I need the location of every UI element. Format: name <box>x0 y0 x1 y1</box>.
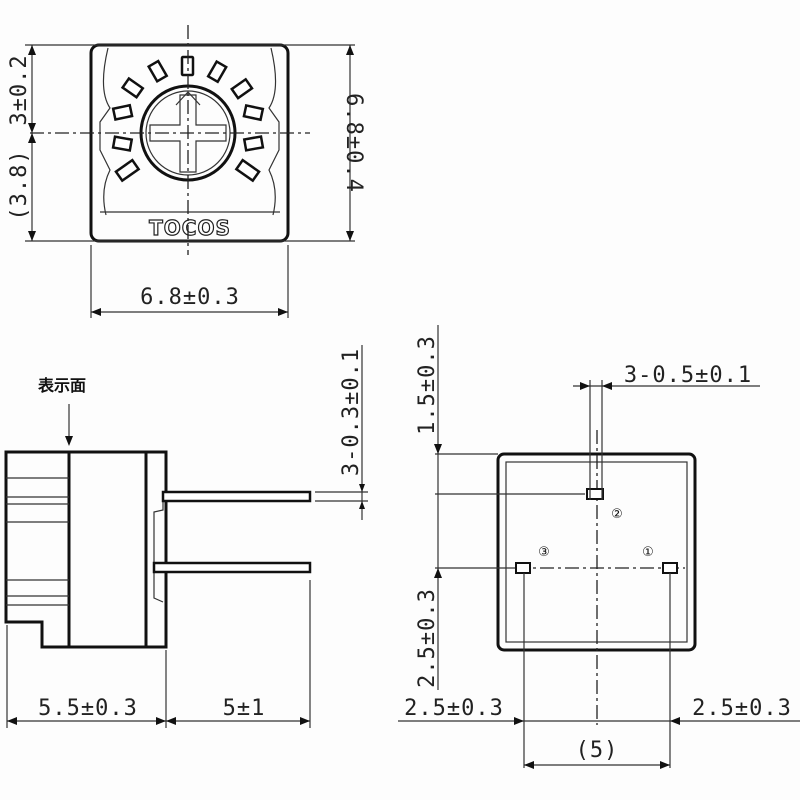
pin-2-label: ② <box>611 507 623 522</box>
dim-pin-pitch: (5) <box>576 738 619 763</box>
dim-left-offset: 2.5±0.3 <box>404 696 504 721</box>
bottom-view: ② ③ ① 3-0.5±0.1 1.5±0.3 2.5±0.3 2.5±0.3 … <box>398 325 800 769</box>
side-view: 表示面 3-0.3±0.1 5.5±0.3 5±1 <box>4 345 368 728</box>
dim-body-depth: 5.5±0.3 <box>38 696 138 721</box>
dim-top-lower: (3.8) <box>7 149 32 220</box>
dim-lead-length: 5±1 <box>223 696 266 721</box>
brand-logo: TOCOS <box>149 216 231 240</box>
dim-lead-thickness: 3-0.3±0.1 <box>339 348 364 476</box>
top-view: TOCOS 6.8±0.3 6.8±0.4 3±0.2 (3.8) <box>7 25 366 318</box>
display-surface-label: 表示面 <box>37 376 86 395</box>
dim-top-upper: 3±0.2 <box>7 54 32 125</box>
dim-top-height: 6.8±0.4 <box>341 93 366 193</box>
dim-top-width: 6.8±0.3 <box>140 285 240 310</box>
dim-pin-width: 3-0.5±0.1 <box>624 363 752 388</box>
pin-1-label: ① <box>642 545 654 560</box>
dim-right-offset: 2.5±0.3 <box>692 696 792 721</box>
dim-top-offset: 1.5±0.3 <box>415 335 440 435</box>
dim-pin-row: 2.5±0.3 <box>415 588 440 688</box>
pin-3-label: ③ <box>538 545 550 560</box>
